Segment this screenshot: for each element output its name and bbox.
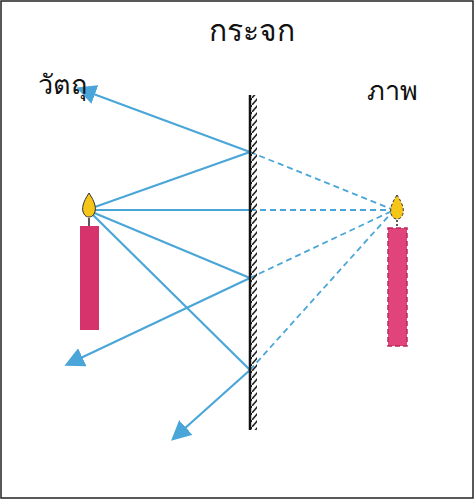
virtual-rays — [250, 152, 394, 370]
mirror — [250, 95, 257, 430]
object-label: วัตถุ — [38, 70, 87, 100]
mirror-label: กระจก — [209, 14, 295, 47]
light-rays — [68, 89, 250, 438]
image-label: ภาพ — [367, 76, 418, 106]
image-candle — [388, 195, 407, 346]
object-candle — [80, 193, 99, 330]
